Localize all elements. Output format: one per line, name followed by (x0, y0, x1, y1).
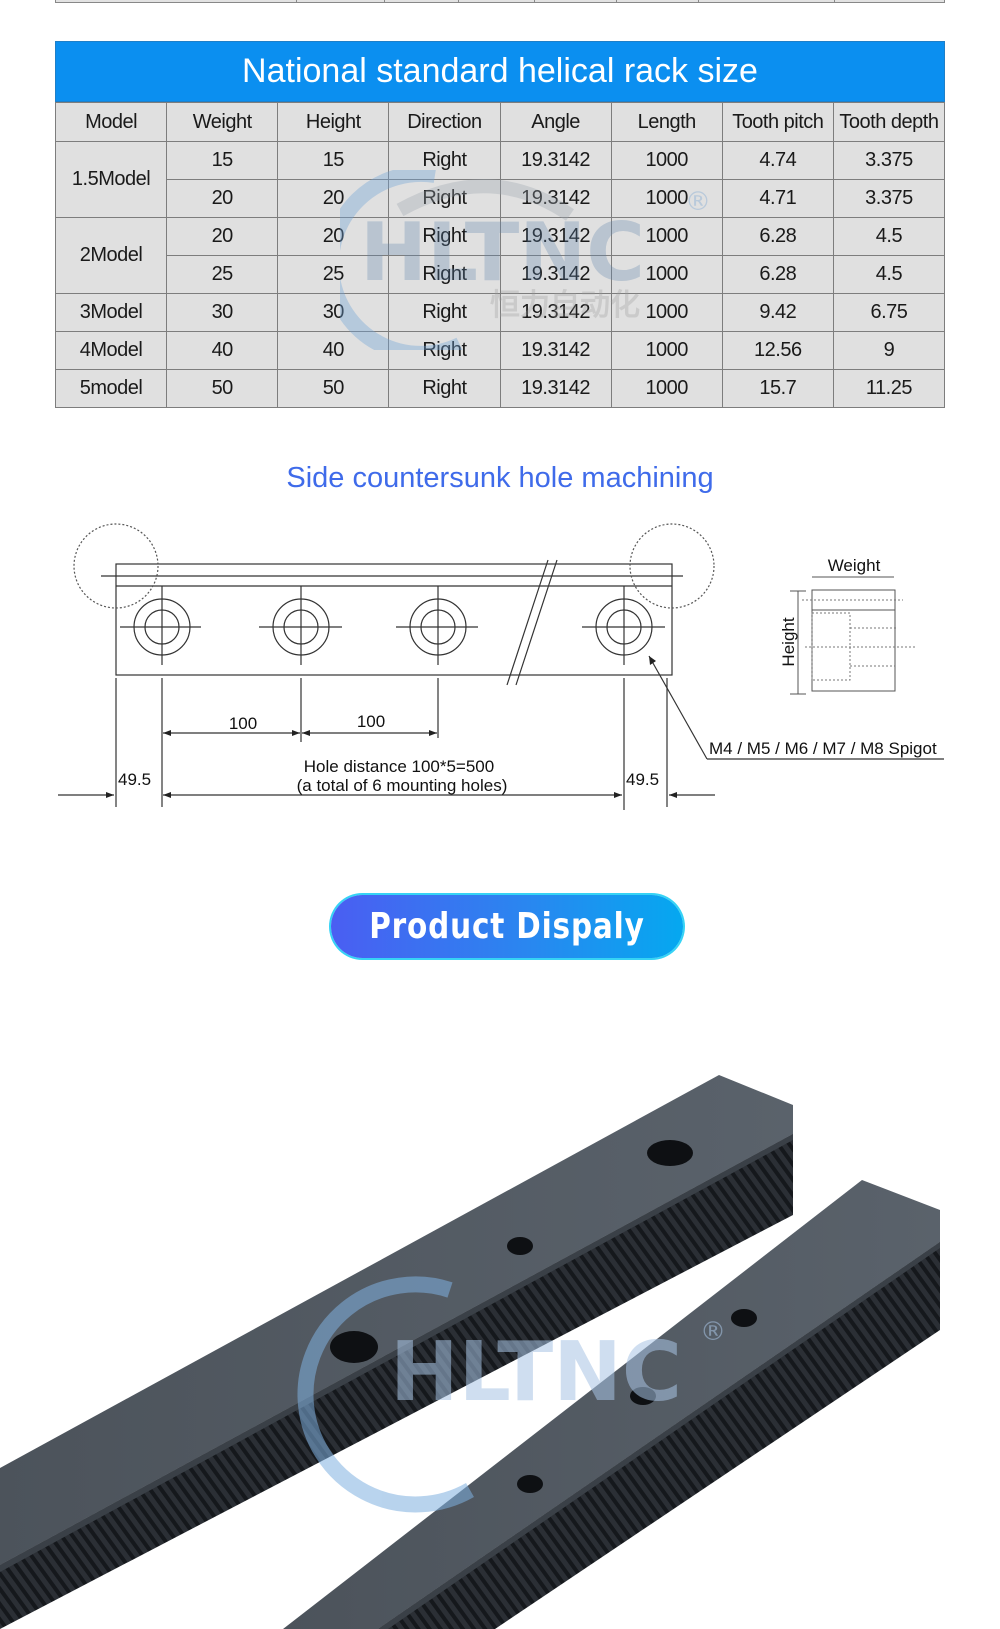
product-display-label: Product Dispaly (369, 906, 645, 947)
direction-cell: Right (388, 217, 501, 256)
angle-cell: 19.3142 (499, 369, 612, 408)
weight-cell: 25 (166, 255, 279, 294)
length-cell: 1000 (610, 369, 723, 408)
tooth-pitch-cell: 9.42 (721, 293, 834, 332)
table-row: 3Model 30 30 Right 19.3142 1000 9.42 6.7… (54, 293, 946, 332)
angle-cell: 19.3142 (499, 293, 612, 332)
rack-2 (283, 1180, 940, 1629)
spigot-label: M4 / M5 / M6 / M7 / M8 Spigot (709, 739, 937, 758)
table-row: 2Model 20 20 Right 19.3142 1000 6.28 4.5 (54, 217, 946, 294)
table-row: 25 25 Right 19.3142 1000 6.28 4.5 (56, 255, 946, 294)
tooth-depth-cell: 3.375 (832, 179, 946, 218)
header-tooth-pitch: Tooth pitch (721, 102, 834, 142)
tooth-depth-cell: 4.5 (832, 255, 946, 294)
dim-right-49-5: 49.5 (626, 770, 659, 789)
side-view-height-label: Height (779, 617, 798, 666)
tooth-depth-cell: 3.375 (832, 141, 946, 180)
height-cell: 15 (277, 141, 390, 180)
spec-table-section: National standard helical rack size Mode… (54, 41, 946, 408)
tooth-pitch-cell: 6.28 (721, 217, 834, 256)
tooth-depth-cell: 6.75 (832, 293, 946, 332)
height-cell: 30 (277, 293, 390, 332)
weight-cell: 30 (166, 293, 279, 332)
dim-left-49-5: 49.5 (118, 770, 151, 789)
length-cell: 1000 (610, 179, 723, 218)
svg-text:HLTNC: HLTNC (390, 1325, 682, 1420)
model-cell: 4Model (54, 331, 168, 370)
height-cell: 25 (277, 255, 390, 294)
tooth-pitch-cell: 12.56 (721, 331, 834, 370)
direction-cell: Right (388, 255, 501, 294)
length-cell: 1000 (610, 293, 723, 332)
hole-1 (120, 586, 201, 665)
hole-distance-text: Hole distance 100*5=500 (304, 757, 494, 776)
model-cell: 3Model (54, 293, 168, 332)
weight-cell: 20 (166, 179, 279, 218)
spec-table: Model Weight Height Direction Angle Leng… (54, 102, 946, 408)
angle-cell: 19.3142 (499, 255, 612, 294)
height-cell: 20 (277, 217, 390, 256)
direction-cell: Right (388, 331, 501, 370)
rack-1 (0, 1075, 793, 1629)
model-cell: 2Model (54, 217, 168, 294)
svg-text:®: ® (700, 1317, 726, 1347)
header-length: Length (610, 102, 723, 142)
header-weight: Weight (166, 102, 279, 142)
height-cell: 50 (277, 369, 390, 408)
mounting-holes-text: (a total of 6 mounting holes) (297, 776, 508, 795)
weight-cell: 20 (166, 217, 279, 256)
hltnc-photo-watermark: HLTNC ® (297, 1276, 726, 1513)
header-direction: Direction (388, 102, 501, 142)
table-row: 20 20 Right 19.3142 1000 4.71 3.375 (56, 179, 946, 218)
spec-table-title: National standard helical rack size (55, 41, 945, 102)
model-cell: 1.5Model (54, 141, 168, 218)
side-view-drawing (790, 576, 917, 695)
height-cell: 20 (277, 179, 390, 218)
length-cell: 1000 (610, 217, 723, 256)
table-row: 5model 50 50 Right 19.3142 1000 15.7 11.… (54, 369, 946, 408)
side-countersunk-title: Side countersunk hole machining (286, 462, 714, 494)
header-model: Model (54, 102, 168, 142)
product-display-banner: Product Dispaly (331, 895, 683, 958)
header-height: Height (277, 102, 390, 142)
tooth-pitch-cell: 6.28 (721, 255, 834, 294)
tooth-depth-cell: 4.5 (832, 217, 946, 256)
weight-cell: 15 (166, 141, 279, 180)
length-cell: 1000 (610, 141, 723, 180)
angle-cell: 19.3142 (499, 141, 612, 180)
model-cell: 5model (54, 369, 168, 408)
dim-100-b: 100 (357, 712, 385, 731)
previous-table-remnant (55, 0, 945, 3)
direction-cell: Right (388, 179, 501, 218)
direction-cell: Right (388, 369, 501, 408)
tooth-depth-cell: 11.25 (832, 369, 946, 408)
angle-cell: 19.3142 (499, 217, 612, 256)
weight-cell: 50 (166, 369, 279, 408)
angle-cell: 19.3142 (499, 179, 612, 218)
helical-rack-product-photo: HLTNC ® (0, 1075, 940, 1629)
angle-cell: 19.3142 (499, 331, 612, 370)
length-cell: 1000 (610, 255, 723, 294)
side-view-weight-label: Weight (828, 556, 881, 575)
weight-cell: 40 (166, 331, 279, 370)
tooth-pitch-cell: 4.74 (721, 141, 834, 180)
header-tooth-depth: Tooth depth (832, 102, 946, 142)
table-row: 4Model 40 40 Right 19.3142 1000 12.56 9 (54, 331, 946, 370)
direction-cell: Right (388, 293, 501, 332)
height-cell: 40 (277, 331, 390, 370)
countersunk-hole-diagram: 100 100 49.5 49.5 Hole distance 100*5=50… (58, 523, 944, 810)
tooth-pitch-cell: 4.71 (721, 179, 834, 218)
header-angle: Angle (499, 102, 612, 142)
table-row: 1.5Model 15 15 Right 19.3142 1000 4.74 3… (54, 141, 946, 218)
table-header-row: Model Weight Height Direction Angle Leng… (54, 102, 946, 142)
tooth-depth-cell: 9 (832, 331, 946, 370)
tooth-pitch-cell: 15.7 (721, 369, 834, 408)
dim-100-a: 100 (229, 714, 257, 733)
direction-cell: Right (388, 141, 501, 180)
length-cell: 1000 (610, 331, 723, 370)
